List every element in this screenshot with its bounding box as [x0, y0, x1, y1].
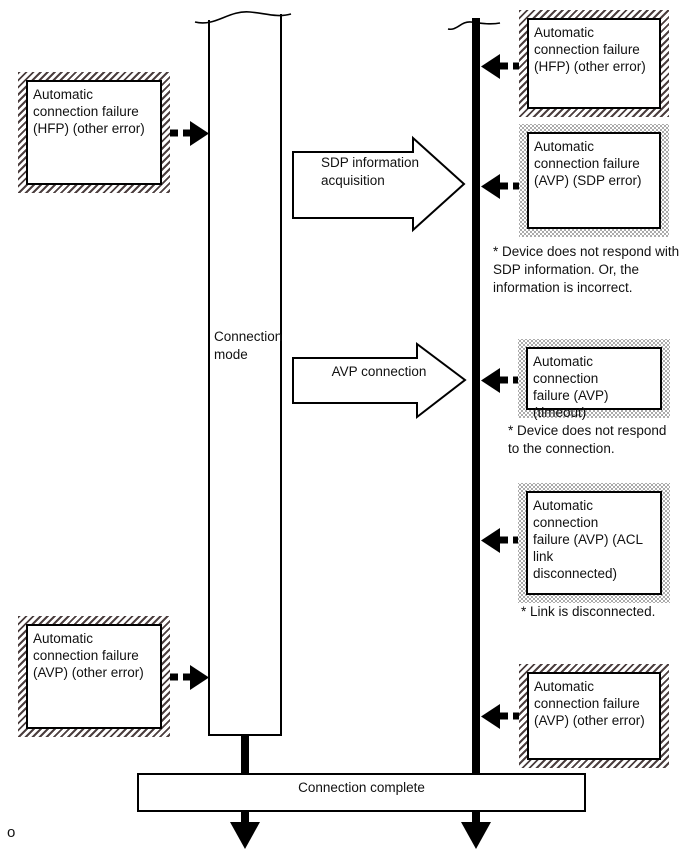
failure-box-label: Automatic connection failure (AVP) (othe… [527, 672, 661, 760]
connection-mode-bar [208, 14, 282, 736]
dashed-arrow-avp-acl [481, 528, 521, 553]
failure-box-avp-other-left: Automatic connection failure (AVP) (othe… [18, 616, 170, 737]
connection-complete-label: Connection complete [298, 780, 425, 795]
connection-complete-box: Connection complete [137, 773, 586, 812]
connection-mode-label: Connection mode [214, 329, 283, 362]
failure-box-avp-other-right: Automatic connection failure (AVP) (othe… [519, 664, 669, 768]
failure-box-label: Automatic connection failure (AVP) (SDP … [527, 132, 661, 229]
failure-box-label: Automatic connection failure (HFP) (othe… [26, 80, 162, 185]
break-wave-left [194, 11, 292, 24]
failure-box-avp-timeout: Automatic connection failure (AVP) (time… [518, 339, 670, 420]
dashed-arrow-left-top [170, 121, 209, 146]
break-wave-right [447, 21, 501, 31]
note-timeout: * Device does not respond to the connect… [508, 423, 667, 456]
note-sdp-error: * Device does not respond with SDP infor… [493, 244, 680, 295]
failure-box-label: Automatic connection failure (HFP) (othe… [527, 18, 661, 109]
note-acl: * Link is disconnected. [521, 604, 656, 619]
down-arrow-right [461, 822, 491, 849]
footer-character: o [7, 824, 16, 841]
dashed-arrow-avp-other [481, 704, 521, 729]
avp-connection-label: AVP connection [331, 364, 427, 379]
down-arrow-left [230, 822, 260, 849]
sdp-acquisition-arrow [292, 135, 466, 233]
failure-box-label: Automatic connection failure (AVP) (othe… [26, 624, 162, 729]
dashed-arrow-avp-timeout [481, 368, 521, 393]
failure-box-avp-sdp: Automatic connection failure (AVP) (SDP … [519, 124, 669, 237]
failure-box-hfp-other-left: Automatic connection failure (HFP) (othe… [18, 72, 170, 193]
failure-box-label: Automatic connection failure (AVP) (time… [526, 347, 662, 420]
failure-box-avp-acl: Automatic connection failure (AVP) (ACL … [518, 483, 670, 603]
sdp-acquisition-label: SDP information acquisition [321, 155, 420, 188]
dashed-arrow-hfp-other [481, 54, 521, 79]
failure-box-label: Automatic connection failure (AVP) (ACL … [526, 491, 662, 595]
avp-connection-arrow [292, 342, 467, 420]
failure-box-hfp-other-right: Automatic connection failure (HFP) (othe… [519, 10, 669, 117]
dashed-arrow-avp-sdp [481, 174, 521, 199]
dashed-arrow-left-bottom [170, 665, 209, 690]
